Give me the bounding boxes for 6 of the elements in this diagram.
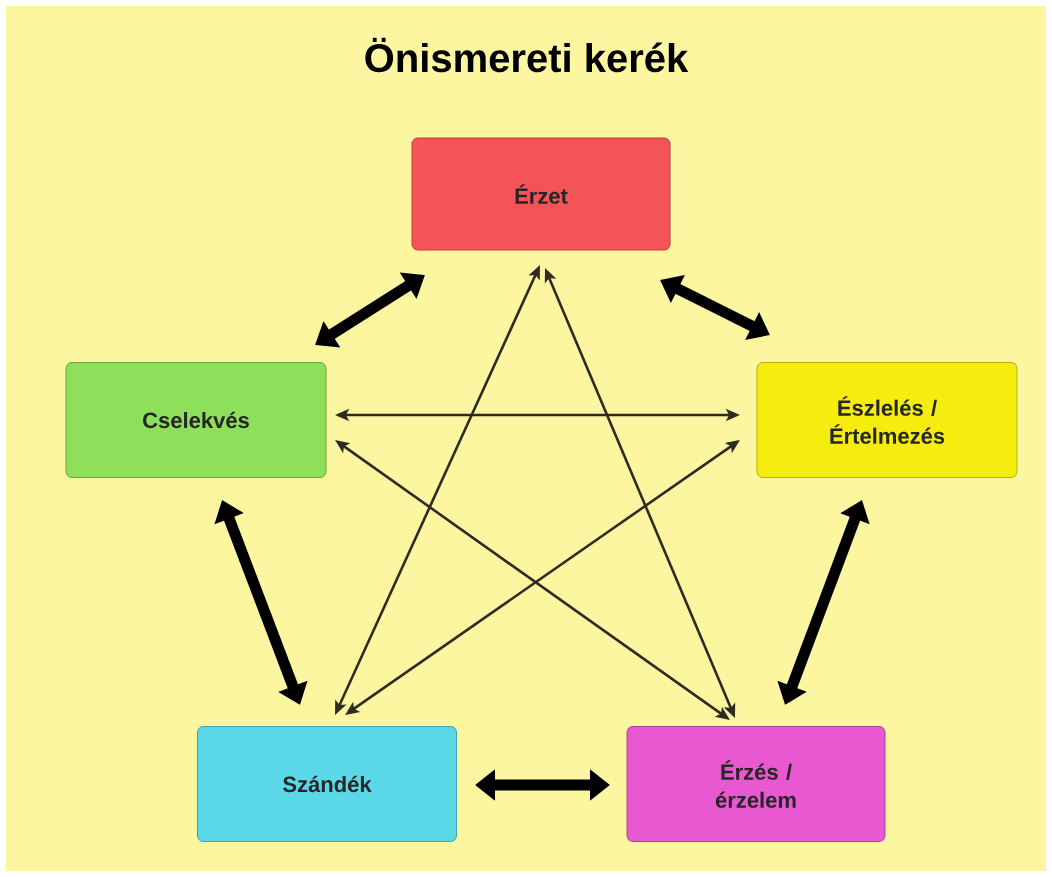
concept-box: Szándék (197, 726, 457, 842)
concept-box: Észlelés / Értelmezés (756, 362, 1018, 478)
concept-box: Érzés / érzelem (626, 726, 886, 842)
title: Önismereti kerék (365, 37, 689, 73)
concept-box: Cselekvés (65, 362, 327, 478)
concept-box: Érzet (411, 137, 671, 251)
